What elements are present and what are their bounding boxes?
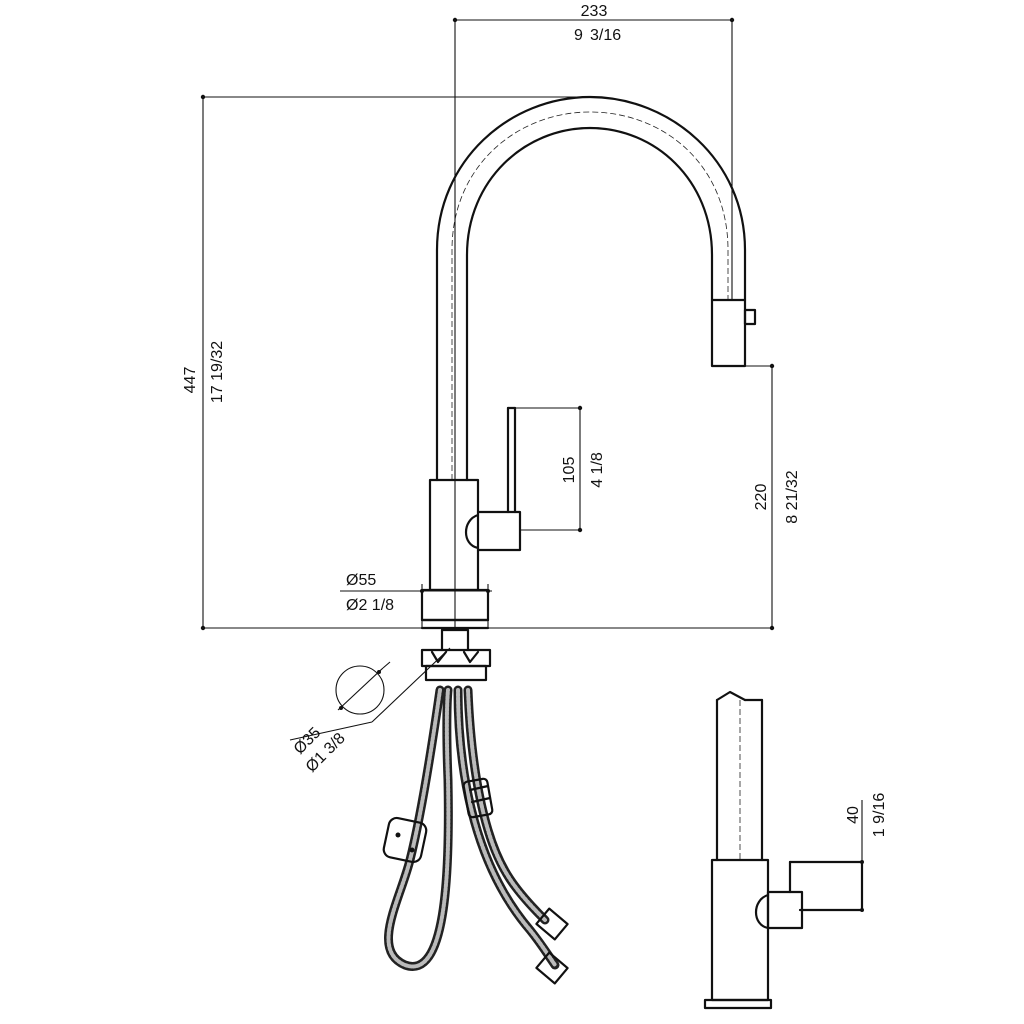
- base-diameter-mm-label: Ø55: [346, 572, 376, 589]
- height-in-label: 17 19/32: [209, 341, 226, 403]
- supply-hoses: [382, 685, 569, 985]
- side-detail-view: 40 1 9/16: [703, 690, 888, 1010]
- width-mm-label: 233: [581, 3, 608, 20]
- faucet-main-view: [420, 95, 757, 682]
- base-diameter-in-label: Ø2 1/8: [346, 597, 394, 614]
- width-in-frac-label: 3/16: [590, 27, 621, 44]
- width-in-whole-label: 9: [574, 27, 583, 44]
- spout-height-dimension: 220 8 21/32: [745, 363, 801, 628]
- handle-in-label: 4 1/8: [589, 452, 606, 488]
- handle-dimension: 105 4 1/8: [515, 405, 606, 533]
- lever-in-label: 1 9/16: [871, 793, 888, 838]
- height-mm-label: 447: [182, 367, 199, 394]
- width-dimension: 233 9 3/16: [452, 3, 735, 630]
- spout-height-in-label: 8 21/32: [784, 470, 801, 523]
- lever-mm-label: 40: [845, 806, 862, 824]
- spout-height-mm-label: 220: [753, 484, 770, 511]
- handle-mm-label: 105: [561, 457, 578, 484]
